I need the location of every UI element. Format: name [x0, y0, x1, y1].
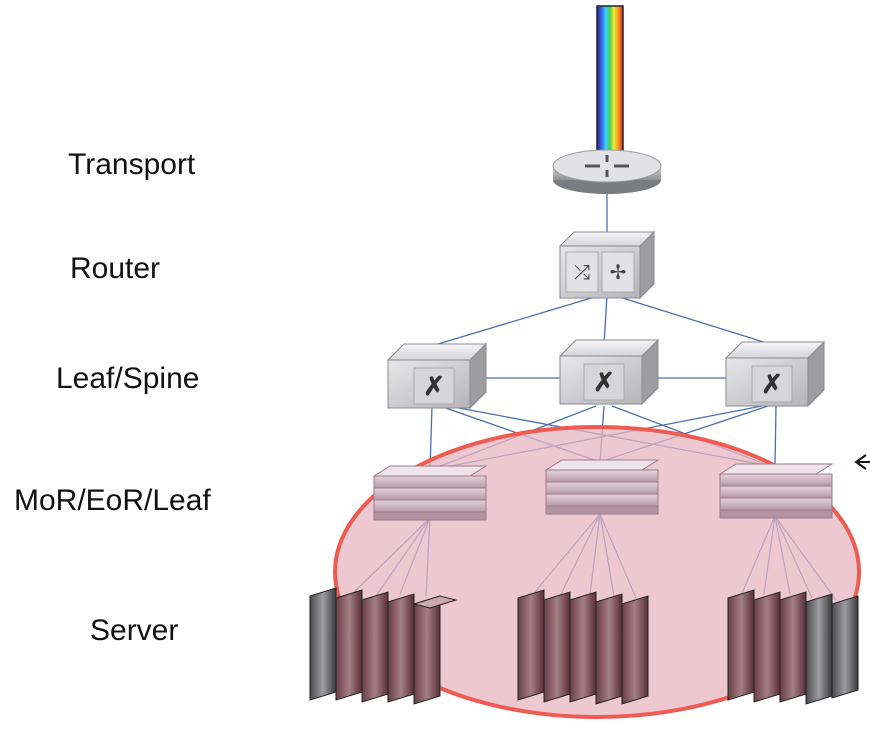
label-router: Router — [70, 252, 161, 285]
server-rack-icon — [309, 587, 458, 705]
server-rack-icon — [517, 589, 649, 705]
svg-text:✗: ✗ — [423, 371, 445, 401]
label-server: Server — [90, 614, 179, 647]
transport-router-icon — [552, 149, 662, 194]
label-leaf-spine: Leaf/Spine — [56, 362, 200, 395]
spine-switch-icon: ✗ — [558, 338, 660, 406]
svg-text:✢: ✢ — [610, 262, 627, 284]
svg-text:✗: ✗ — [761, 369, 783, 399]
router-switch-icon: ⤮ ✢ — [558, 230, 656, 300]
leaf-switch-icon — [544, 459, 660, 515]
server-rack-icon — [727, 589, 859, 705]
optical-fiber-icon — [596, 5, 624, 167]
spine-switch-icon: ✗ — [386, 342, 488, 410]
svg-text:⤮: ⤮ — [574, 262, 590, 284]
svg-text:✗: ✗ — [593, 367, 615, 397]
label-mor-eor-leaf: MoR/EoR/Leaf — [14, 484, 211, 517]
spine-switch-icon: ✗ — [724, 340, 826, 408]
pointer-arrow-icon — [854, 454, 870, 470]
leaf-switch-icon — [372, 465, 488, 521]
leaf-switch-icon — [718, 463, 834, 519]
label-transport: Transport — [68, 148, 196, 181]
